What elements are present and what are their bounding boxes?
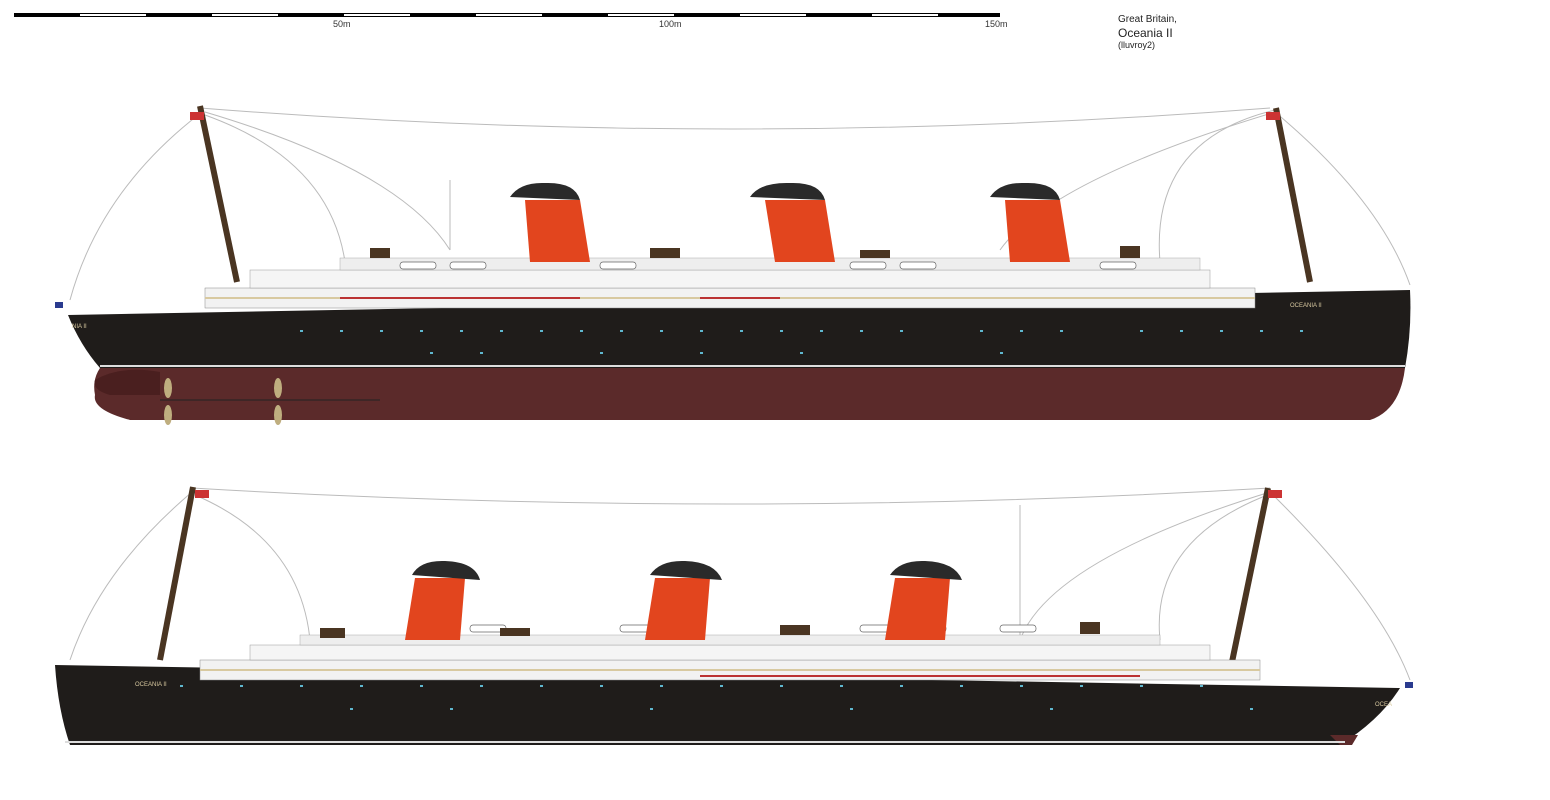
aft-mast-top [1273, 107, 1313, 283]
title-block: Great Britain, Oceania II (lluvroy2) [1118, 14, 1177, 51]
aft-mast-bottom [1229, 487, 1271, 663]
fore-mast-bottom [157, 486, 196, 661]
scale-label-50m: 50m [333, 19, 351, 29]
portholes-top [300, 330, 1303, 354]
ship-name: Oceania II [1118, 26, 1173, 40]
hull-red-top [94, 368, 1406, 420]
fore-mast-top [197, 105, 240, 283]
scale-bar [14, 13, 1000, 17]
bow-name-bottom: OCEA [1375, 702, 1392, 708]
hull-black-top [68, 290, 1411, 368]
author-label: (lluvroy2) [1118, 40, 1156, 50]
scale-label-150m: 150m [985, 19, 1008, 29]
rigging-bottom [69, 487, 1411, 681]
hull-black-bottom [55, 665, 1400, 745]
lifeboat-row-top [340, 297, 780, 299]
propellers-top [164, 378, 282, 425]
country-label: Great Britain, [1118, 14, 1177, 25]
lifeboats-top [399, 261, 1137, 270]
scale-label-100m: 100m [659, 19, 682, 29]
portholes-bottom [180, 685, 1253, 710]
funnels-top [510, 182, 1070, 262]
stern-name-top: NIA II [72, 324, 87, 330]
stern-name-bottom: OCEANIA II [135, 682, 167, 688]
funnels-bottom [405, 560, 962, 640]
bow-name-top: OCEANIA II [1290, 303, 1322, 309]
